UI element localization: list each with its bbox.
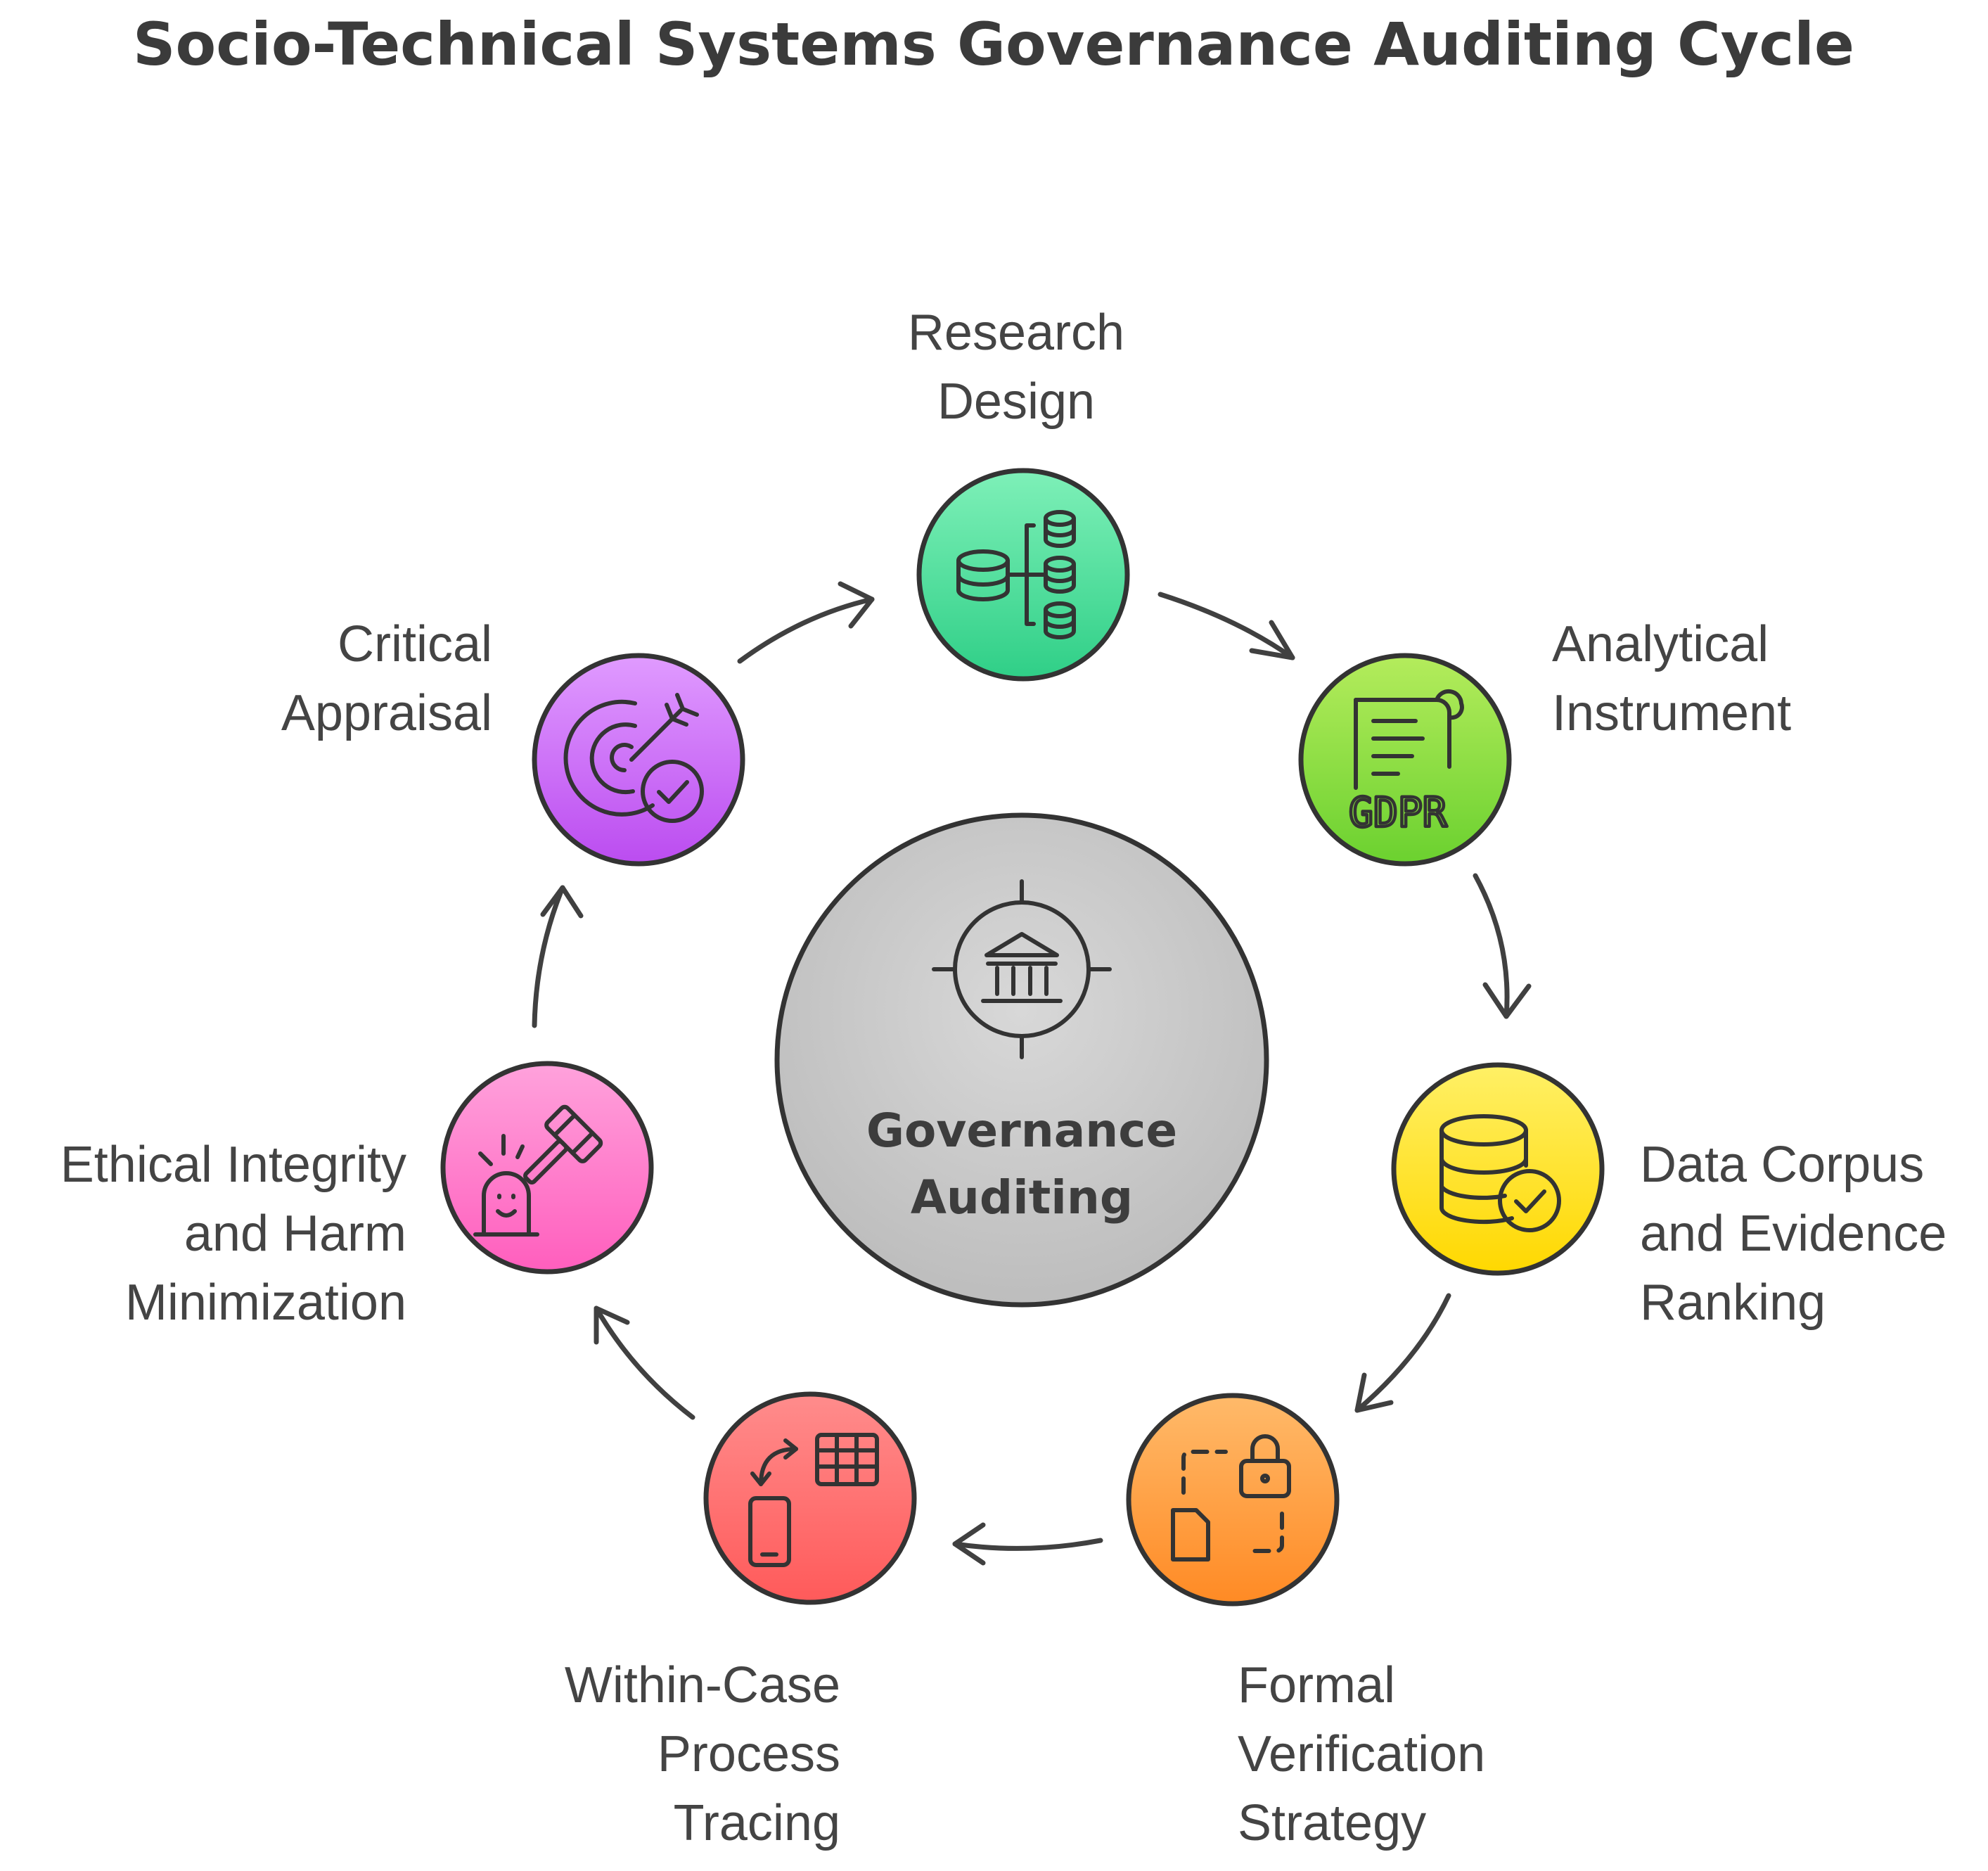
database-tree-icon xyxy=(956,510,1076,639)
step-label-7b: Appraisal xyxy=(281,685,492,741)
step-research-design: Research Design xyxy=(908,305,1130,682)
step-label-4a: Formal xyxy=(1238,1657,1395,1713)
mobile-table-sync-icon xyxy=(748,1433,879,1567)
svg-text:GDPR: GDPR xyxy=(1349,788,1447,836)
secure-file-transfer-icon xyxy=(1171,1434,1291,1562)
step-label-6b: and Harm xyxy=(184,1206,406,1262)
center-label-line2: Auditing xyxy=(911,1170,1133,1225)
step-label-4c: Strategy xyxy=(1238,1795,1426,1851)
gdpr-document-icon: GDPR xyxy=(1347,689,1464,838)
step-data-corpus: Data Corpus and Evidence Ranking xyxy=(1391,1062,1947,1331)
step-label-4b: Verification xyxy=(1238,1726,1485,1782)
step-circle-3 xyxy=(1391,1062,1605,1276)
step-label-1b: Design xyxy=(937,373,1095,430)
step-critical-appraisal: Critical Appraisal xyxy=(281,616,745,867)
step-formal-verification: Formal Verification Strategy xyxy=(1126,1393,1485,1851)
arrow-6-to-7 xyxy=(532,885,584,1028)
arrow-2-to-3 xyxy=(1473,873,1532,1019)
step-label-2a: Analytical xyxy=(1552,616,1769,672)
step-circle-2 xyxy=(1298,653,1512,867)
target-check-icon xyxy=(563,693,704,823)
center-label-line1: Governance xyxy=(866,1104,1177,1158)
step-within-case: Within-Case Process Tracing xyxy=(565,1391,917,1851)
step-label-7a: Critical xyxy=(338,616,492,672)
database-check-icon xyxy=(1439,1114,1561,1232)
step-label-3b: and Evidence xyxy=(1640,1206,1947,1262)
step-label-3a: Data Corpus xyxy=(1640,1137,1924,1193)
arrow-5-to-6 xyxy=(594,1305,695,1420)
arrow-7-to-1 xyxy=(737,581,875,664)
bank-target-icon xyxy=(932,879,1112,1059)
step-label-6a: Ethical Integrity xyxy=(60,1137,406,1193)
center-node: Governance Auditing xyxy=(774,812,1269,1308)
step-circle-7 xyxy=(532,653,745,867)
arrow-1-to-2 xyxy=(1157,592,1295,660)
step-label-1a: Research xyxy=(908,305,1124,361)
cycle-arrows xyxy=(532,581,1532,1566)
arrow-3-to-4 xyxy=(1354,1293,1451,1413)
step-circle-5 xyxy=(703,1391,917,1605)
step-label-5b: Process xyxy=(658,1726,840,1782)
step-label-3c: Ranking xyxy=(1640,1275,1826,1331)
step-analytical-instrument: GDPR Analytical Instrument xyxy=(1298,616,1791,867)
step-ethical-integrity: Ethical Integrity and Harm Minimization xyxy=(60,1061,654,1331)
step-label-2b: Instrument xyxy=(1552,685,1791,741)
step-label-6c: Minimization xyxy=(125,1275,406,1331)
step-circle-4 xyxy=(1126,1393,1340,1607)
step-label-5c: Tracing xyxy=(674,1795,840,1851)
gavel-ghost-icon xyxy=(473,1104,603,1237)
step-label-5a: Within-Case xyxy=(565,1657,840,1713)
page-title: Socio-Technical Systems Governance Audit… xyxy=(133,10,1854,79)
arrow-4-to-5 xyxy=(952,1522,1103,1566)
center-circle xyxy=(774,812,1269,1308)
